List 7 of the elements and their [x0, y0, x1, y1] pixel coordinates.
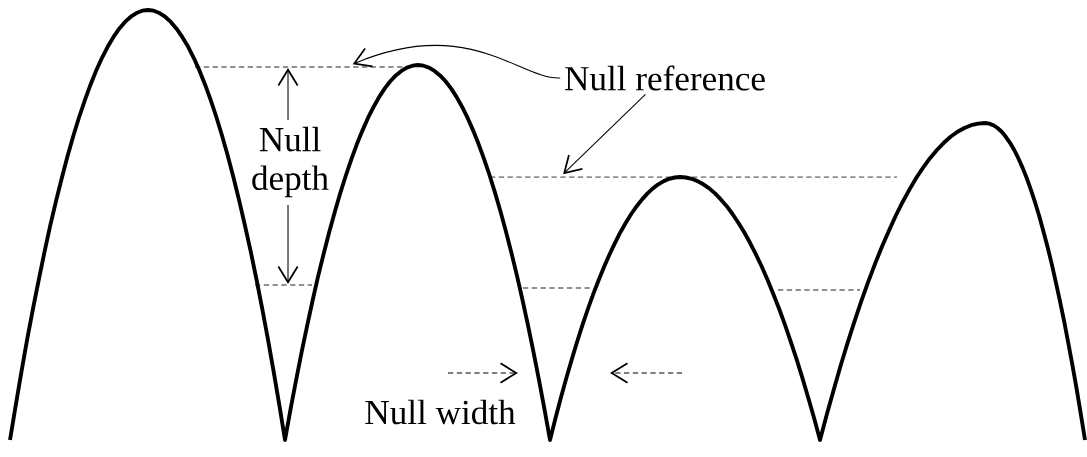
label: Null depth	[252, 126, 329, 198]
label: Null width	[365, 399, 516, 425]
leader-line	[352, 44, 561, 79]
reference-line	[490, 176, 897, 178]
leader-line	[563, 93, 646, 175]
callout-text: Null reference	[565, 65, 765, 91]
reference-line	[195, 66, 405, 68]
